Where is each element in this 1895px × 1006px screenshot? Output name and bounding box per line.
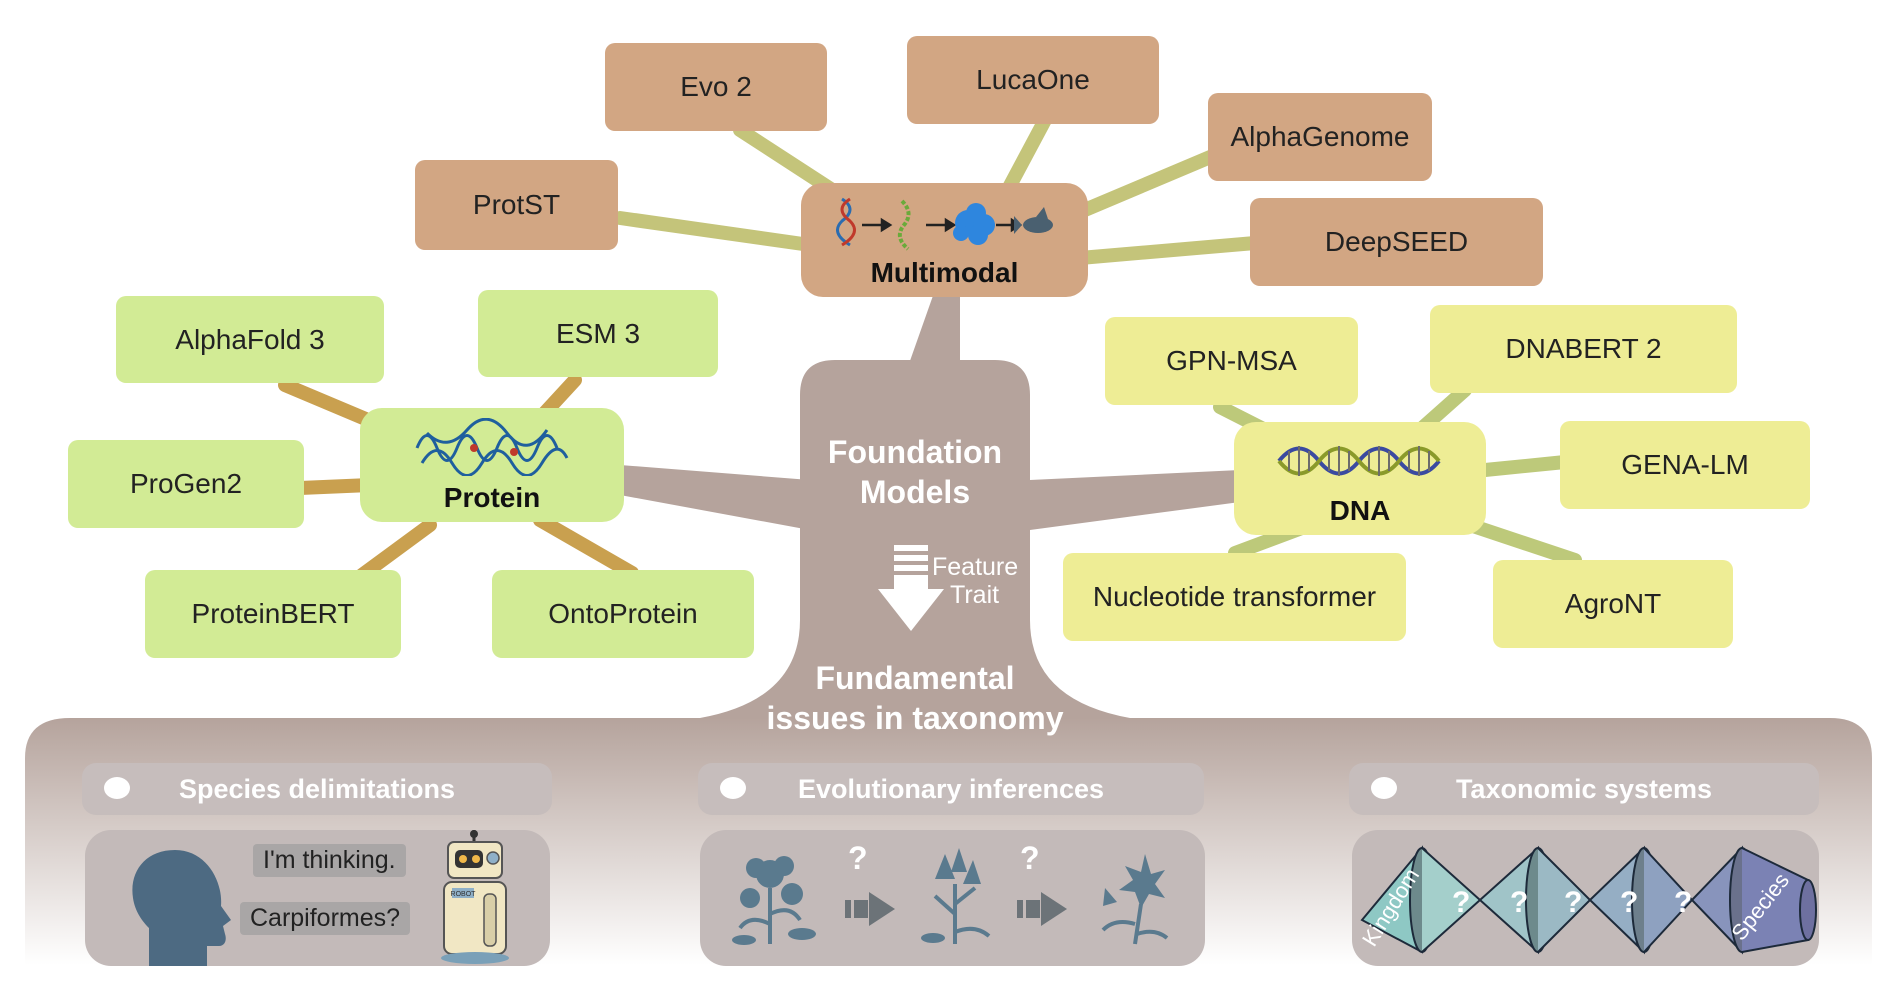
fundamental-line-1: Fundamental bbox=[815, 660, 1015, 696]
hub-dna: DNA bbox=[1234, 422, 1486, 535]
foundation-models-title: Foundation Models bbox=[800, 432, 1030, 512]
panel-taxonomy-body: Kingdom Species ? ? ? ? ? bbox=[1352, 830, 1819, 966]
hub-multimodal: Multimodal bbox=[801, 183, 1088, 297]
branch-to-dna bbox=[1030, 470, 1240, 530]
panel-evolution-header: Evolutionary inferences bbox=[698, 763, 1204, 815]
feature-label: Feature bbox=[932, 553, 1019, 581]
panel-taxonomy-title: Taxonomic systems bbox=[1455, 773, 1713, 804]
branch-to-protein bbox=[620, 465, 810, 530]
dna-icon bbox=[836, 197, 856, 247]
robot-icon: ROBOT bbox=[441, 830, 509, 964]
head-icon bbox=[132, 850, 231, 966]
model-node-protst: ProtST bbox=[415, 160, 618, 250]
model-node-lucaone: LucaOne bbox=[907, 36, 1159, 124]
model-node-proteinbert: ProteinBERT bbox=[145, 570, 401, 658]
robot-badge: ROBOT bbox=[451, 891, 477, 898]
flower-icon bbox=[1101, 854, 1169, 945]
model-node-alphafold3: AlphaFold 3 bbox=[116, 296, 384, 383]
question-mark-1: ? bbox=[848, 840, 868, 876]
bullet-icon bbox=[104, 777, 130, 799]
trait-label: Trait bbox=[950, 581, 1000, 609]
model-node-progen2: ProGen2 bbox=[68, 440, 304, 528]
flower-icon bbox=[921, 848, 991, 944]
rank-question-2: ? bbox=[1510, 886, 1528, 919]
panel-species-title: Species delimitations bbox=[178, 773, 456, 804]
hub-multimodal-label: Multimodal bbox=[870, 257, 1019, 288]
panel-evolution-title: Evolutionary inferences bbox=[797, 773, 1105, 804]
fundamental-issues-title: Fundamental issues in taxonomy bbox=[700, 658, 1130, 738]
model-node-gpn-msa: GPN-MSA bbox=[1105, 317, 1358, 405]
foundation-line-1: Foundation bbox=[827, 434, 1003, 470]
right-arrow-icon bbox=[845, 892, 895, 926]
foundation-line-2: Models bbox=[859, 474, 971, 510]
model-node-ontoprotein: OntoProtein bbox=[492, 570, 754, 658]
hub-protein-label: Protein bbox=[443, 482, 541, 513]
rank-question-5: ? bbox=[1674, 886, 1692, 919]
panel-species-header: Species delimitations bbox=[82, 763, 552, 815]
right-arrow-icon bbox=[1017, 892, 1067, 926]
down-arrow-icon bbox=[878, 545, 944, 631]
rank-question-4: ? bbox=[1620, 886, 1638, 919]
flower-icon bbox=[732, 856, 816, 945]
question-mark-2: ? bbox=[1020, 840, 1040, 876]
model-node-esm3: ESM 3 bbox=[478, 290, 718, 377]
arrow-icon bbox=[862, 217, 1023, 233]
panel-species-body: I'm thinking. Carpiformes? ROBOT bbox=[85, 830, 550, 966]
model-node-deepseed: DeepSEED bbox=[1250, 198, 1543, 286]
hub-protein: Protein bbox=[360, 408, 624, 522]
model-node-alphagenome: AlphaGenome bbox=[1208, 93, 1432, 181]
double-helix-icon bbox=[1277, 446, 1441, 476]
panel-taxonomy-header: Taxonomic systems bbox=[1349, 763, 1819, 815]
rank-question-3: ? bbox=[1564, 886, 1582, 919]
protein-blob-icon bbox=[953, 203, 995, 245]
taxonomy-cones-graphic: Kingdom Species ? ? ? ? ? bbox=[1357, 845, 1817, 955]
feature-trait-label: Feature Trait bbox=[932, 553, 1018, 609]
fish-icon bbox=[1014, 207, 1053, 234]
model-node-nucleotide-transformer: Nucleotide transformer bbox=[1063, 553, 1406, 641]
bullet-icon bbox=[720, 777, 746, 799]
model-node-dnabert2: DNABERT 2 bbox=[1430, 305, 1737, 393]
model-node-gena-lm: GENA-LM bbox=[1560, 421, 1810, 509]
fundamental-line-2: issues in taxonomy bbox=[766, 700, 1064, 736]
protein-structure-icon bbox=[415, 418, 569, 476]
bullet-icon bbox=[1371, 777, 1397, 799]
tadpole-icon bbox=[897, 199, 911, 251]
bubble-carpiformes: Carpiformes? bbox=[240, 902, 411, 935]
trunk bbox=[700, 360, 1130, 718]
branch-to-multimodal bbox=[905, 290, 960, 375]
panel-evolution-body: ? ? bbox=[700, 830, 1205, 966]
rank-question-1: ? bbox=[1452, 886, 1470, 919]
multimodal-icons bbox=[836, 197, 1053, 251]
model-node-evo2: Evo 2 bbox=[605, 43, 827, 131]
hub-dna-label: DNA bbox=[1329, 495, 1391, 526]
bubble-thinking: I'm thinking. bbox=[253, 844, 406, 877]
model-node-agront: AgroNT bbox=[1493, 560, 1733, 648]
